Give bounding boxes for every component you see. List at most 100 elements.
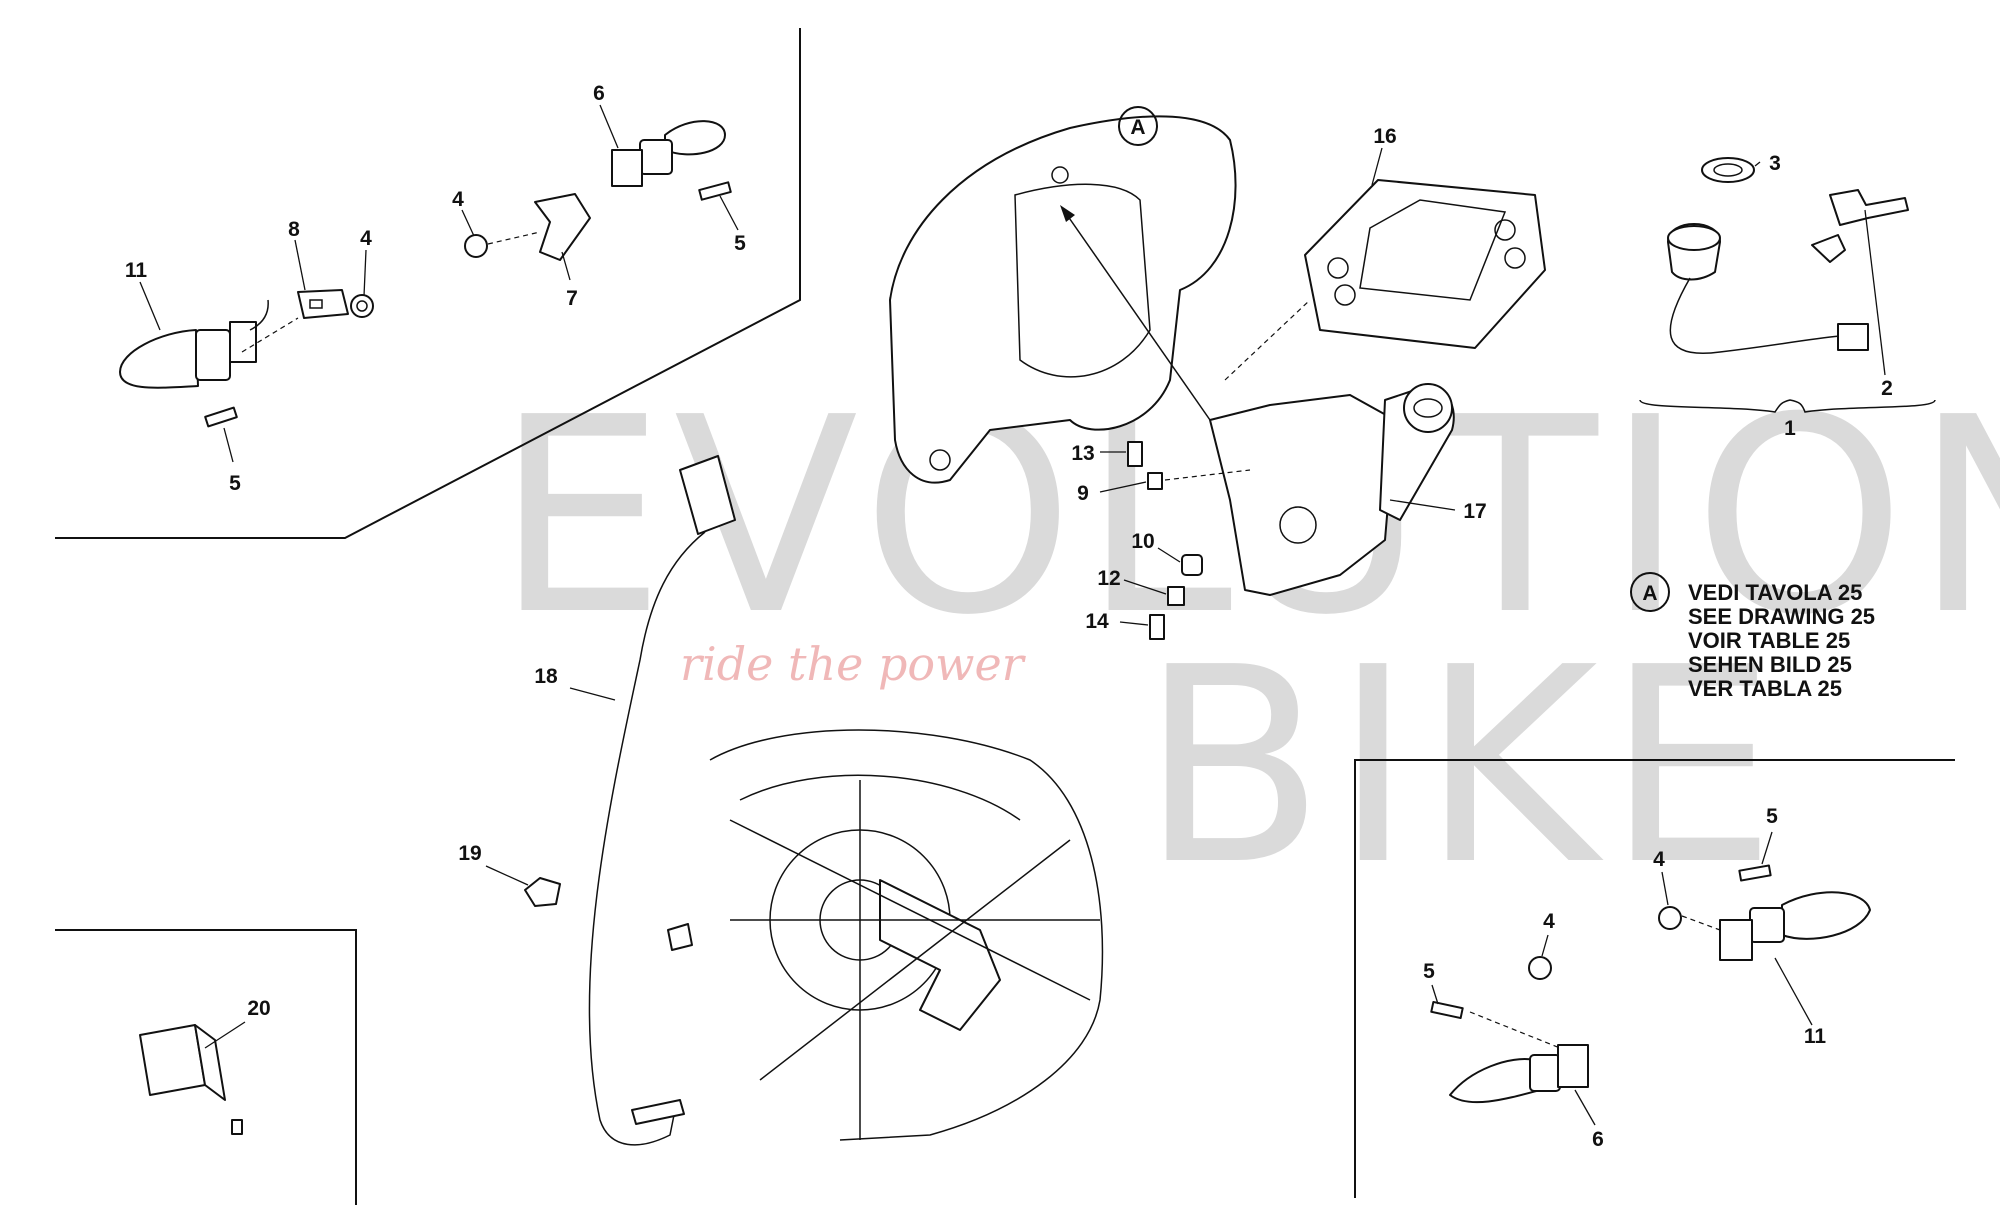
callout-6-bottom-right: 6 [1592,1128,1604,1151]
turn-signal-mount-11 [1719,919,1753,961]
wheel-and-sensor [524,455,1104,1146]
relay-20-body [139,1024,206,1096]
leader-12 [1123,579,1167,595]
section-frames [55,28,1955,1205]
callout-4-bottom-right-2: 4 [1543,910,1555,933]
leader-5-br2 [1431,984,1439,1005]
wheel-rim-inner [739,774,1021,821]
callout-3: 3 [1769,152,1781,175]
speed-sensor-harness [588,531,706,1146]
speed-sensor-plug [631,1099,685,1125]
callout-5-top-left-2: 5 [734,232,746,255]
assembly-axis-4 [1224,299,1311,381]
callout-2: 2 [1881,377,1893,400]
grommet-10 [1181,554,1203,576]
callout-19: 19 [458,842,481,865]
leader-5-tl2 [719,195,739,231]
leader-10 [1157,547,1181,563]
assembly-axis-6 [1469,1011,1561,1049]
headlight-fairing [889,115,1237,484]
callout-12: 12 [1097,567,1120,590]
reference-arrow-line [1064,211,1211,421]
callout-20: 20 [247,997,270,1020]
callout-4-top-left: 4 [360,227,372,250]
cluster-housing [1304,179,1546,349]
callout-9: 9 [1077,482,1089,505]
callout-14: 14 [1085,610,1109,633]
fairing-shell [889,115,1237,484]
reference-line-fr: VOIR TABLE 25 [1688,628,1850,653]
nut-4-br-upper [1658,906,1682,930]
callout-5-bottom-right-2: 5 [1423,960,1435,983]
leader-9 [1099,481,1147,493]
cluster-button-2 [1334,284,1356,306]
callout-5-top-left: 5 [229,472,241,495]
reference-arrow-head [1060,205,1075,222]
reference-note-marker-circle [1630,572,1670,612]
assembly-brace-1 [1639,399,1936,413]
mounting-bracket [1127,299,1455,640]
reference-note-marker: A [1642,582,1657,605]
bolt-13 [1127,441,1143,467]
assembly-axis [241,317,299,353]
turn-signal-wire [249,299,269,331]
turn-signal-body-6-br [1529,1054,1561,1092]
ring-nut-3 [1701,157,1755,183]
turn-signal-lens-6 [664,120,726,156]
leader-4-tl2 [461,209,475,237]
turn-signal-mount [229,321,257,363]
reference-line-es: VER TABLA 25 [1688,676,1842,701]
fairing-lower-hole [929,449,951,471]
relay-assembly [139,1024,243,1135]
leader-11-tl [139,281,161,331]
leader-4-tl [363,249,367,297]
reference-marker-circle [1118,106,1158,146]
callout-11-bottom-right: 11 [1804,1025,1827,1048]
assembly-axis-5 [1681,915,1721,931]
reference-line-en: SEE DRAWING 25 [1688,604,1875,629]
leader-8 [294,239,306,291]
bracket-17-hole [1279,506,1317,544]
clip-19 [524,877,561,907]
callout-7: 7 [566,287,578,310]
instrument-cluster [1304,179,1546,349]
bracket-clamp [1403,383,1453,433]
reference-line-de: SEHEN BILD 25 [1688,652,1852,677]
fairing-mount-hole [1051,166,1069,184]
reference-line-it: VEDI TAVOLA 25 [1688,580,1862,605]
callout-18: 18 [534,665,558,688]
callout-11-top-left: 11 [125,259,148,282]
cluster-display [1359,199,1507,301]
leader-3 [1754,161,1761,167]
spoke-1 [729,819,1091,1001]
leader-4-br [1661,871,1669,906]
leader-6-tl [599,104,619,149]
leader-19 [485,865,529,886]
callout-6-top-left: 6 [593,82,605,105]
watermark-tagline: ride the power [680,637,1027,691]
ignition-switch-assembly [1639,157,1936,413]
bracket-7 [534,193,591,261]
callout-17: 17 [1463,500,1486,523]
sensor-grommet [667,923,693,951]
spacer-9 [1147,472,1163,490]
nut-4-left [350,294,374,318]
screw-5-br-lower [1430,1000,1464,1020]
brake-caliper [879,879,1001,1031]
nut-4-top [464,234,488,258]
ring-nut-inner [1713,163,1743,177]
frame-top-left [55,28,801,539]
bracket-8 [297,289,349,319]
cluster-button-4 [1504,247,1526,269]
ignition-switch-face [1667,225,1721,251]
key-2b [1811,234,1846,263]
callout-1: 1 [1784,417,1796,440]
turn-signal-lens [119,329,199,389]
leader-6-br [1574,1089,1596,1126]
leader-7 [561,251,571,281]
spoke-2 [759,839,1071,1081]
frame-bottom-right [1354,759,1955,1198]
reference-note: A VEDI TAVOLA 25 SEE DRAWING 25 VOIR TAB… [1630,572,1875,701]
cluster-button-1 [1327,257,1349,279]
